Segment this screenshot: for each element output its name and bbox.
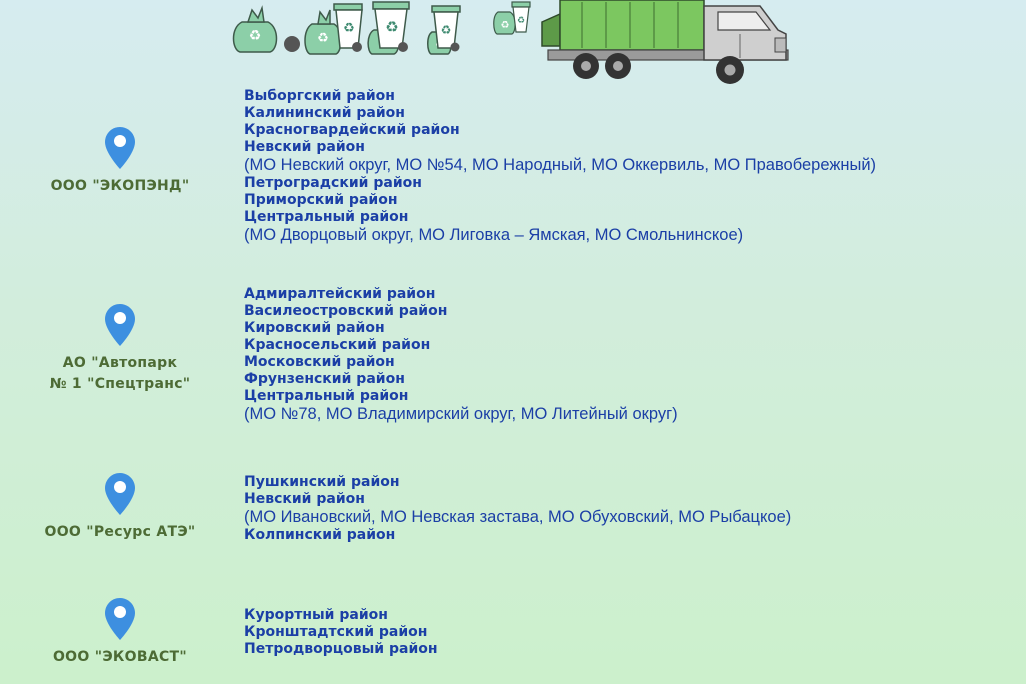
district-item: Калининский район	[244, 105, 405, 121]
garbage-truck-icon	[541, 0, 789, 84]
district-item: Колпинский район	[244, 527, 396, 543]
map-pin-icon	[105, 127, 135, 169]
recycling-bag-icon: ♻	[304, 9, 342, 55]
district-item: Курортный район	[244, 607, 388, 623]
svg-text:♻: ♻	[501, 20, 510, 31]
district-item: Кировский район	[244, 320, 385, 336]
district-item: Приморский район	[244, 192, 398, 208]
wheelie-bin-icon: ♻	[511, 1, 531, 33]
district-item: Пушкинский район	[244, 474, 400, 490]
municipality-note: (МО Дворцовый округ, МО Лиговка – Ямская…	[244, 226, 744, 244]
municipality-note: (МО Невский округ, МО №54, МО Народный, …	[244, 156, 877, 174]
map-pin-icon	[105, 304, 135, 346]
district-item: Петроградский район	[244, 175, 422, 191]
operator-name: ООО "Ресурс АТЭ"	[44, 524, 196, 540]
district-item: Красносельский район	[244, 337, 431, 353]
district-item: Центральный район	[244, 209, 409, 225]
district-item: Невский район	[244, 491, 365, 507]
operator-name: ООО "ЭКОПЭНД"	[50, 178, 190, 194]
district-item: Адмиралтейский район	[244, 286, 436, 302]
municipality-note: (МО №78, МО Владимирский округ, МО Литей…	[244, 405, 678, 423]
header-illustration: ♻ ♻ ♻ ♻ ♻ ♻ ♻ ♻	[232, 0, 789, 84]
district-item: Центральный район	[244, 388, 409, 404]
wheelie-bin-icon: ♻	[333, 3, 363, 52]
operator-name: АО "Автопарк № 1 "Спецтранс"	[49, 355, 191, 392]
map-pin-icon	[105, 473, 135, 515]
svg-text:♻: ♻	[249, 27, 262, 43]
svg-text:♻: ♻	[517, 15, 525, 25]
map-pin-icon	[105, 598, 135, 640]
recycling-bag-icon: ♻	[493, 11, 516, 35]
wheelie-bin-icon: ♻	[372, 1, 410, 52]
operator-block: ООО "Ресурс АТЭ"	[0, 472, 240, 543]
municipality-note: (МО Ивановский, МО Невская застава, МО О…	[244, 508, 792, 526]
operator-name: ООО "ЭКОВАСТ"	[52, 649, 187, 665]
operator-block: АО "Автопарк № 1 "Спецтранс"	[0, 303, 240, 395]
district-item: Красногвардейский район	[244, 122, 460, 138]
wheelie-bin-icon: ♻	[431, 5, 461, 52]
district-item: Московский район	[244, 354, 395, 370]
svg-text:♻: ♻	[343, 20, 355, 35]
svg-text:♻: ♻	[385, 19, 398, 36]
district-item: Василеостровский район	[244, 303, 448, 319]
operator-block: ООО "ЭКОВАСТ"	[0, 597, 240, 668]
recycling-bag-icon: ♻	[232, 5, 278, 53]
district-item: Невский район	[244, 139, 365, 155]
district-item: Выборгский район	[244, 88, 395, 104]
bin-wheel	[284, 36, 300, 52]
district-item: Петродворцовый район	[244, 641, 438, 657]
district-item: Фрунзенский район	[244, 371, 405, 387]
operator-block: ООО "ЭКОПЭНД"	[0, 126, 240, 197]
svg-text:♻: ♻	[317, 30, 329, 45]
svg-text:♻: ♻	[441, 23, 452, 37]
district-item: Кронштадтский район	[244, 624, 428, 640]
